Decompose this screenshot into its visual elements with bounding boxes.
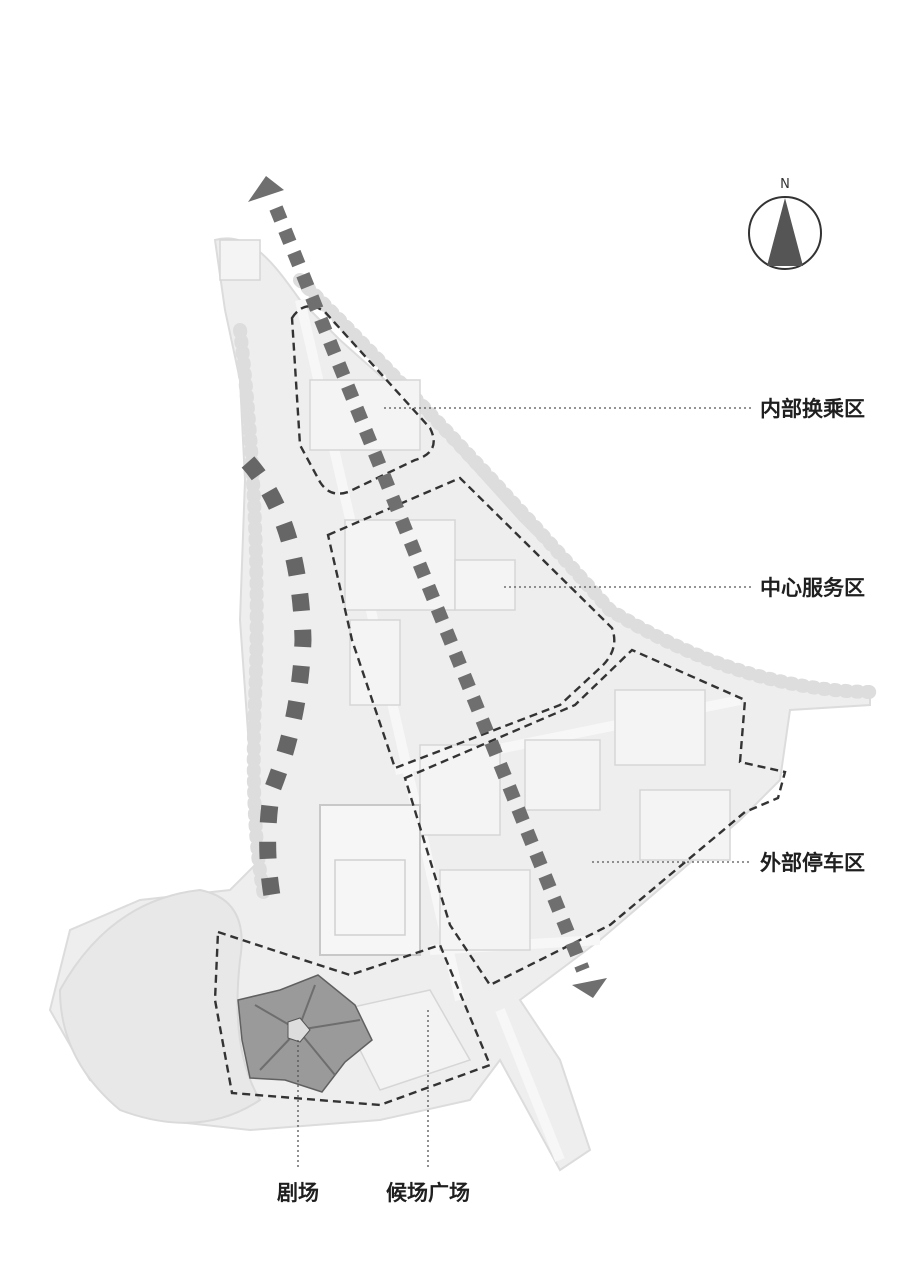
tree-row-east (293, 273, 877, 699)
zone-outline-central-service (326, 476, 616, 770)
tree-row-west (233, 323, 272, 907)
label-central-service: 中心服务区 (760, 576, 865, 600)
theater-core (287, 1017, 311, 1043)
west-circulation-flow (241, 456, 312, 914)
label-external-parking: 外部停车区 (760, 851, 865, 875)
green-hill (58, 888, 262, 1124)
zone-labels: 内部换乘区 中心服务区 外部停车区 剧场 候场广场 (277, 397, 865, 1205)
plaza-paving (338, 989, 472, 1091)
label-interior-transfer: 内部换乘区 (760, 397, 865, 421)
compass-needle (767, 198, 803, 266)
base-map (48, 237, 877, 1172)
leader-lines (297, 407, 752, 1170)
compass-north-letter: N (780, 177, 790, 192)
zone-outlines (213, 305, 787, 1107)
zone-outline-external-parking (403, 648, 787, 987)
circulation-arrows (241, 176, 607, 998)
arrow-head-northwest (248, 176, 284, 202)
label-waiting-plaza: 候场广场 (386, 1181, 470, 1205)
sports-field (319, 804, 421, 956)
label-theater: 剧场 (277, 1181, 319, 1205)
arrow-head-southeast (572, 978, 607, 998)
north-compass: N (748, 177, 822, 270)
main-circulation-axis (269, 205, 590, 973)
theater-building (237, 974, 373, 1093)
zone-outline-theater-plaza (213, 930, 492, 1107)
